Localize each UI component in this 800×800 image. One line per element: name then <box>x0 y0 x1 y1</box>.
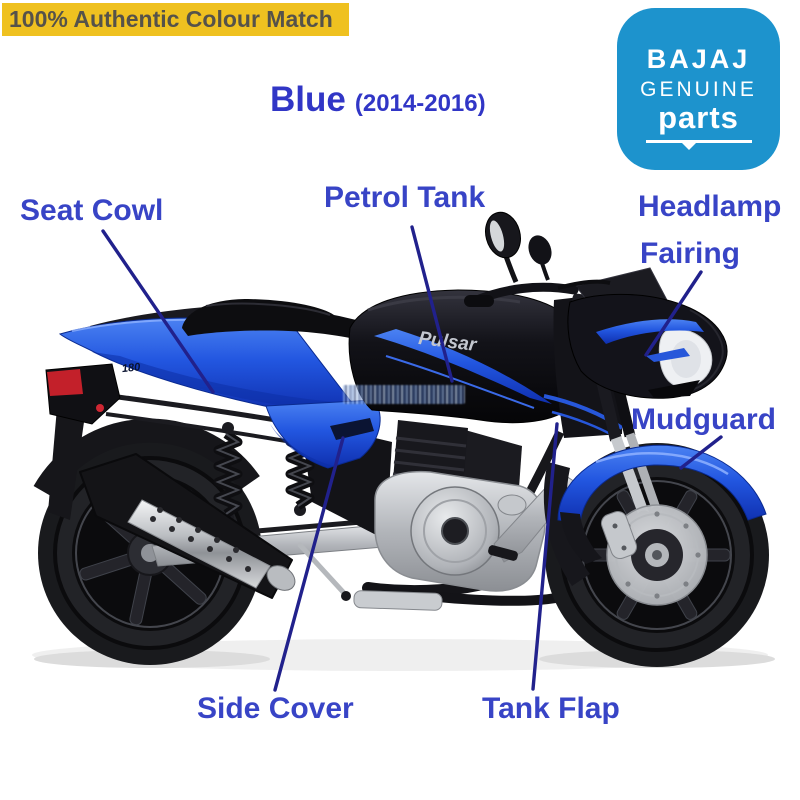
engine <box>297 420 565 611</box>
leader-mudguard <box>679 435 723 470</box>
logo-brand-text: BAJAJ <box>646 44 751 74</box>
leader-headlamp-fairing <box>644 270 703 357</box>
colour-variant-title: Blue (2014-2016) <box>270 80 486 120</box>
authenticity-banner: 100% Authentic Colour Match <box>2 3 349 36</box>
watermark <box>343 385 465 404</box>
seat <box>182 299 464 367</box>
logo-genuine-text: GENUINE <box>640 78 757 101</box>
label-petrol-tank: Petrol Tank <box>324 181 486 214</box>
label-seat-cowl: Seat Cowl <box>20 194 164 227</box>
leader-seat-cowl <box>101 229 215 394</box>
leader-side-cover <box>273 436 345 692</box>
handlebar-and-mirrors <box>464 211 611 307</box>
leader-tank-flap <box>531 422 559 691</box>
side-cover-part <box>265 399 381 469</box>
cowl-decal: 180 <box>121 361 141 375</box>
label-tank-flap: Tank Flap <box>482 692 620 725</box>
headlamp-fairing-part <box>567 267 728 399</box>
leader-lines <box>101 225 723 692</box>
tail-assembly <box>45 363 121 520</box>
front-disc-brake <box>600 504 708 606</box>
leader-petrol-tank <box>410 225 454 383</box>
ground-shadow <box>32 639 775 671</box>
label-mudguard: Mudguard <box>631 403 776 436</box>
label-headlamp: Headlamp <box>638 190 782 223</box>
colour-name: Blue <box>270 80 346 119</box>
mudguard-part <box>557 444 767 564</box>
logo-parts-text: parts <box>658 100 739 135</box>
label-fairing: Fairing <box>640 237 741 270</box>
bajaj-genuine-parts-logo: BAJAJ GENUINE parts <box>617 8 780 170</box>
logo-underline <box>645 140 752 150</box>
mirror <box>528 235 552 265</box>
mirror <box>485 211 521 259</box>
tail-light <box>47 369 83 396</box>
colour-years: (2014-2016) <box>354 90 486 117</box>
label-side-cover: Side Cover <box>197 692 354 725</box>
